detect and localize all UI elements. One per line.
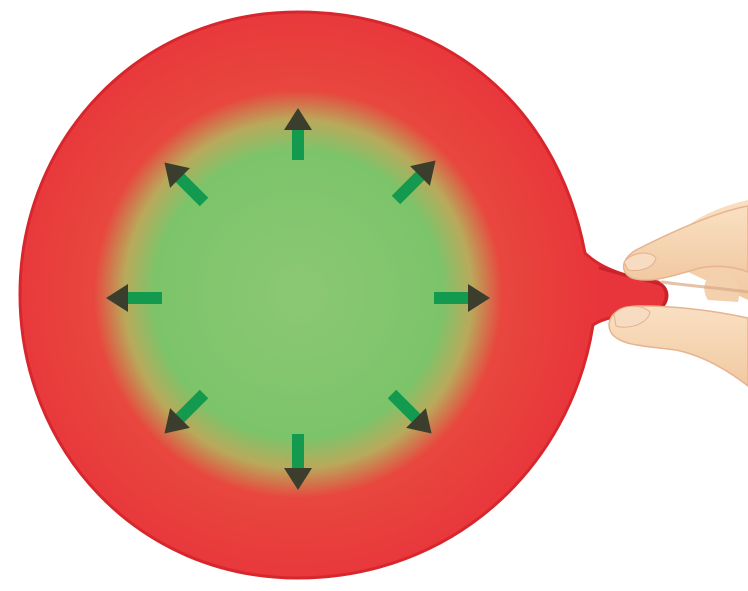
balloon-pressure-illustration (0, 0, 748, 586)
illustration-canvas (0, 0, 748, 586)
